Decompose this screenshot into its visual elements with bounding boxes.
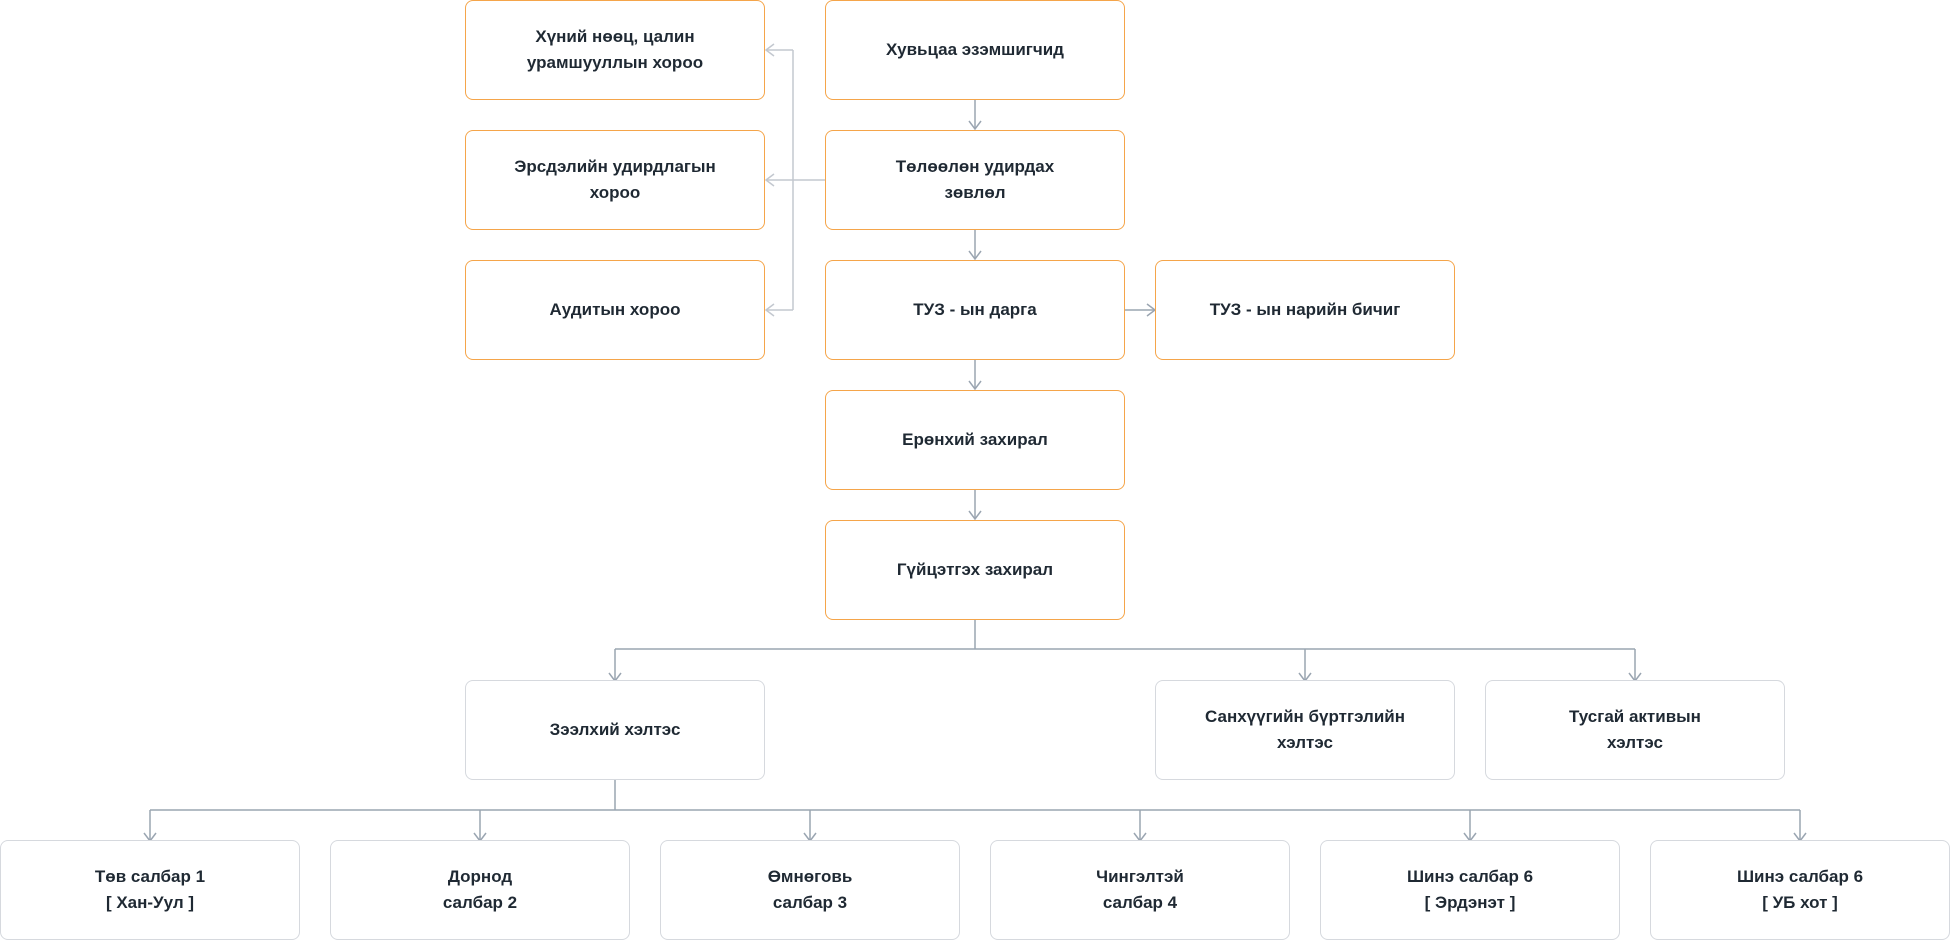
node-label: Зээлхий хэлтэс (549, 720, 681, 739)
node-executive-director: Гүйцэтгэх захирал (825, 520, 1125, 620)
node-label: Ерөнхий захирал (902, 430, 1048, 449)
connector-loan-branches (149, 780, 1801, 840)
node-label: ТУЗ - ын нарийн бичиг (1209, 300, 1401, 319)
connector-executive-departments (614, 620, 1636, 680)
node-label: урамшууллын хороо (526, 53, 704, 72)
node-label: Эрсдэлийн удирдлагын (514, 157, 716, 176)
node-label: Шинэ салбар 6 (1736, 867, 1864, 886)
node-label: Аудитын хороо (549, 300, 681, 319)
node-label: ТУЗ - ын дарга (913, 300, 1037, 319)
arrowhead (764, 173, 775, 187)
node-label: хэлтэс (1277, 733, 1333, 752)
arrowhead (764, 303, 775, 317)
node-label: зөвлөл (944, 183, 1006, 202)
node-label: [ Хан-Уул ] (105, 893, 195, 912)
node-label: Төлөөлөн удирдах (895, 157, 1055, 176)
node-board-secretary: ТУЗ - ын нарийн бичиг (1155, 260, 1455, 360)
node-label: Хүний нөөц, цалин (535, 27, 695, 46)
node-label: Хувьцаа эзэмшигчид (886, 40, 1064, 59)
node-branch-5: Шинэ салбар 6 [ Эрдэнэт ] (1320, 840, 1620, 940)
node-label: Өмнөговь (767, 867, 853, 886)
node-label: салбар 4 (1102, 893, 1178, 912)
node-label: хороо (589, 183, 641, 202)
node-audit-committee: Аудитын хороо (465, 260, 765, 360)
node-branch-1: Төв салбар 1 [ Хан-Уул ] (0, 840, 300, 940)
node-label: салбар 2 (442, 893, 518, 912)
arrowhead (968, 380, 982, 391)
arrowhead (968, 510, 982, 521)
arrowhead (764, 43, 775, 57)
node-label: Тусгай активын (1569, 707, 1701, 726)
node-shareholders: Хувьцаа эзэмшигчид (825, 0, 1125, 100)
node-label: Гүйцэтгэх захирал (896, 560, 1054, 579)
node-loan-department: Зээлхий хэлтэс (465, 680, 765, 780)
node-chairman: ТУЗ - ын дарга (825, 260, 1125, 360)
node-label: [ Эрдэнэт ] (1424, 893, 1516, 912)
node-branch-6: Шинэ салбар 6 [ УБ хот ] (1650, 840, 1950, 940)
node-risk-committee: Эрсдэлийн удирдлагын хороо (465, 130, 765, 230)
node-board: Төлөөлөн удирдах зөвлөл (825, 130, 1125, 230)
connector-board-committees (766, 49, 825, 311)
node-label: Чингэлтэй (1096, 867, 1184, 886)
node-label: Санхүүгийн бүртгэлийн (1205, 707, 1405, 726)
node-branch-2: Дорнод салбар 2 (330, 840, 630, 940)
node-ceo: Ерөнхий захирал (825, 390, 1125, 490)
node-label: Дорнод (447, 867, 513, 886)
node-branch-4: Чингэлтэй салбар 4 (990, 840, 1290, 940)
arrowhead (968, 250, 982, 261)
node-branch-3: Өмнөговь салбар 3 (660, 840, 960, 940)
node-special-assets-department: Тусгай активын хэлтэс (1485, 680, 1785, 780)
node-finance-department: Санхүүгийн бүртгэлийн хэлтэс (1155, 680, 1455, 780)
node-label: салбар 3 (772, 893, 848, 912)
node-label: Төв салбар 1 (94, 867, 206, 886)
node-label: [ УБ хот ] (1762, 893, 1838, 912)
arrowhead (968, 120, 982, 131)
node-hr-committee: Хүний нөөц, цалин урамшууллын хороо (465, 0, 765, 100)
node-label: хэлтэс (1607, 733, 1663, 752)
node-label: Шинэ салбар 6 (1406, 867, 1534, 886)
